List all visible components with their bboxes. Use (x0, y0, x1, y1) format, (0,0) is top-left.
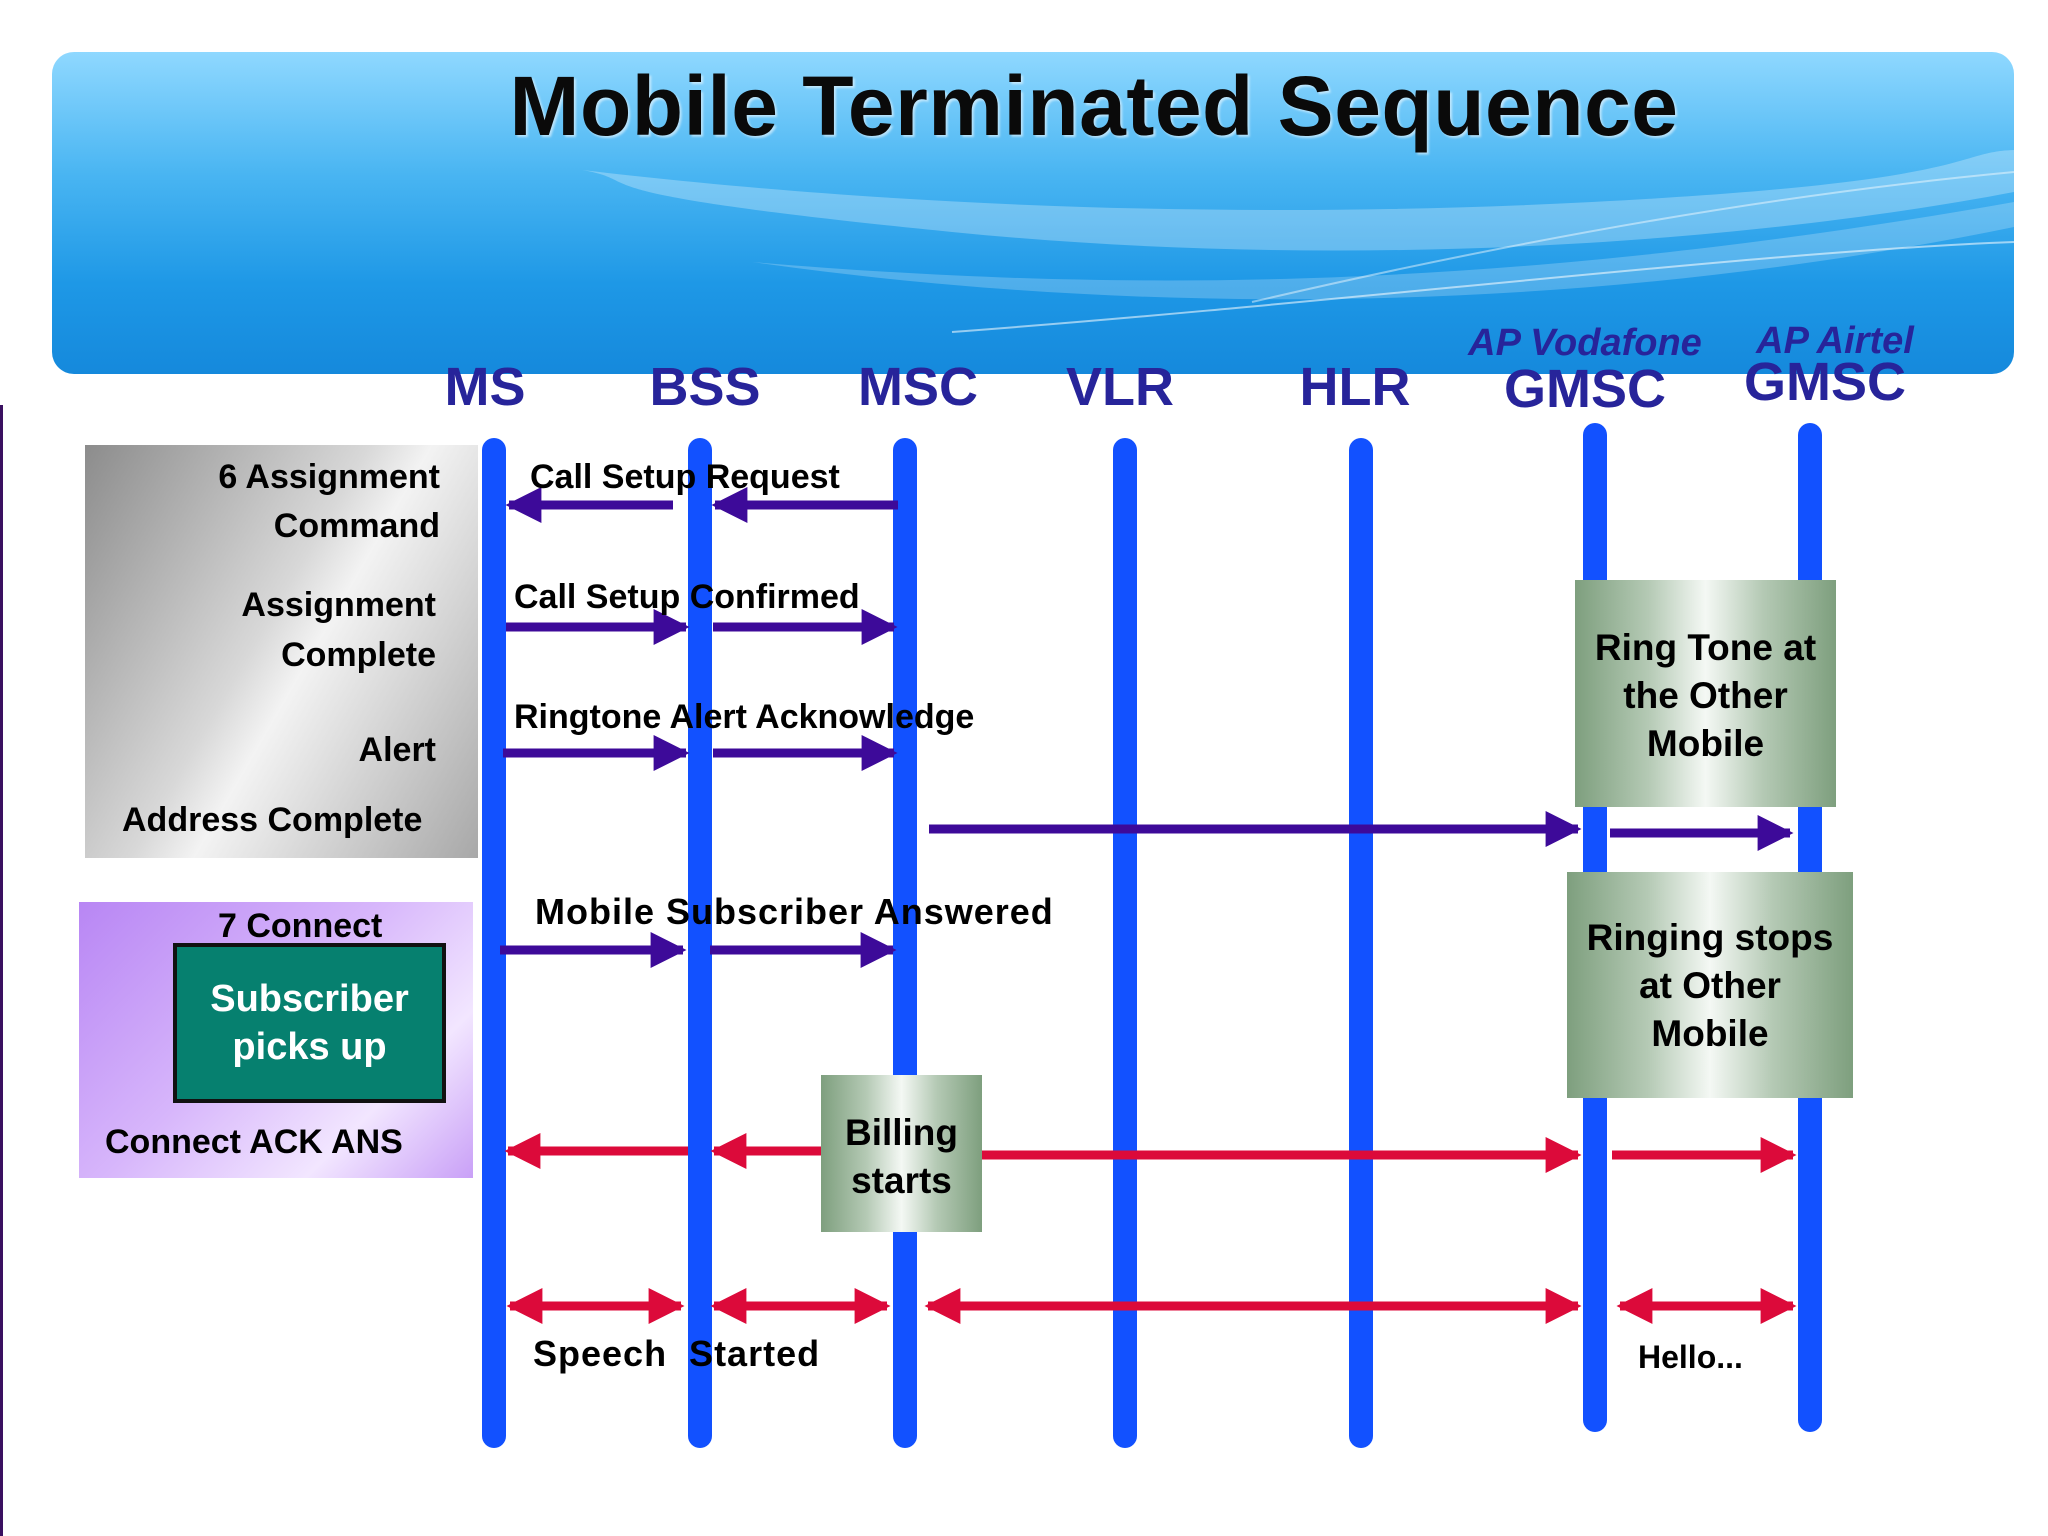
signalling-panel (85, 445, 478, 858)
subscriber-line2: picks up (232, 1026, 387, 1068)
connect-ack-label: Connect ACK ANS (105, 1123, 403, 1161)
ring-tone-note: Ring Tone at the Other Mobile (1575, 580, 1836, 807)
subscriber-picks-up-box: Subscriber picks up (173, 943, 446, 1103)
banner-waves (582, 150, 2014, 333)
page-title: Mobile Terminated Sequence (509, 59, 1679, 153)
entity-gmsc-airtel: GMSC (1744, 352, 1906, 412)
ring-tone-line1: Ring Tone at (1594, 627, 1817, 668)
assignment-command-line1: 6 Assignment (218, 458, 440, 496)
billing-line2: starts (851, 1160, 952, 1201)
airtel-label: AP Airtel (1756, 320, 1914, 362)
alert-label: Alert (358, 731, 436, 769)
assignment-complete-line2: Complete (281, 636, 436, 674)
msg-ringtone-alert-ack: Ringtone Alert Acknowledge (514, 698, 975, 736)
ring-tone-line2: the Other (1623, 675, 1788, 716)
msg-call-setup-confirmed: Call Setup Confirmed (514, 578, 860, 616)
subscriber-line1: Subscriber (210, 978, 409, 1020)
left-edge-rule (0, 405, 3, 1536)
msg-call-setup-request: Call Setup Request (530, 458, 840, 496)
ringing-stops-line3: Mobile (1651, 1013, 1769, 1054)
ring-tone-line3: Mobile (1646, 723, 1765, 764)
msg-speech-started: Speech Started (533, 1333, 821, 1374)
title-banner (52, 52, 2014, 374)
address-complete-label: Address Complete (122, 801, 423, 839)
msg-hello: Hello... (1638, 1339, 1743, 1375)
entity-bss: BSS (649, 357, 761, 417)
ringing-stops-line2: at Other (1639, 965, 1781, 1006)
assignment-command-line2: Command (273, 507, 440, 545)
entity-vlr: VLR (1066, 357, 1174, 417)
connect-label: 7 Connect (218, 907, 383, 945)
ringing-stops-line1: Ringing stops (1586, 917, 1834, 958)
entity-msc: MSC (858, 357, 978, 417)
entity-ms: MS (444, 357, 526, 417)
billing-starts-note: Billing starts (821, 1075, 982, 1232)
assignment-complete-line1: Assignment (241, 586, 436, 624)
entity-gmsc-vodafone: GMSC (1504, 359, 1666, 419)
msg-mobile-subscriber-answered: Mobile Subscriber Answered (535, 891, 1054, 932)
vodafone-label: AP Vodafone (1468, 322, 1702, 364)
entity-hlr: HLR (1299, 357, 1411, 417)
billing-line1: Billing (844, 1112, 959, 1153)
ringing-stops-note: Ringing stops at Other Mobile (1567, 872, 1853, 1098)
